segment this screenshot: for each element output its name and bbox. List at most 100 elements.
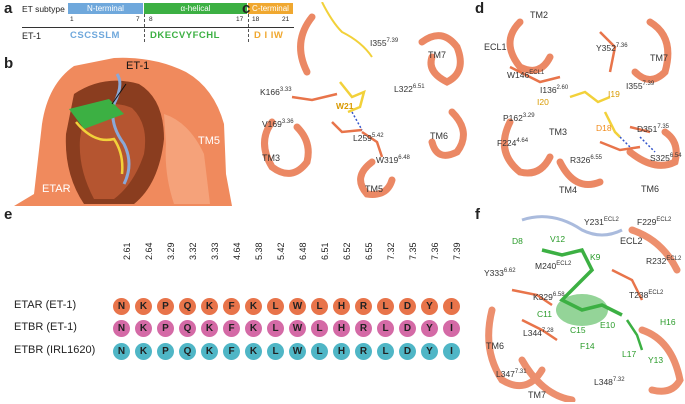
l259-label: L2595.42 — [353, 133, 384, 143]
ecl2-label: ECL2 — [620, 236, 643, 246]
residue-dot: L — [311, 320, 328, 337]
residue-position: 6.52 — [342, 242, 352, 260]
residue-dot: W — [289, 298, 306, 315]
tm7-label-c: TM7 — [428, 50, 446, 60]
divider-n-h — [144, 14, 145, 42]
v169-label: V1693.36 — [262, 119, 294, 129]
r232-label: R232ECL2 — [646, 256, 682, 266]
row-label-et1: ET-1 — [22, 31, 42, 41]
e10-label: E10 — [600, 320, 616, 330]
k166-label: K1663.33 — [260, 87, 292, 97]
c-terminal-segment: C-terminal — [248, 3, 293, 14]
residue-position: 6.55 — [364, 242, 374, 260]
residue-position: 5.42 — [276, 242, 286, 260]
residue-dot: L — [311, 343, 328, 360]
tick-17: 17 — [236, 16, 244, 23]
l344-label: L3447.28 — [523, 328, 554, 338]
s325-label: S3256.54 — [650, 153, 682, 163]
d8-label: D8 — [512, 236, 523, 246]
residue-dot: I — [443, 343, 460, 360]
tm6-label-c: TM6 — [430, 131, 448, 141]
residue-position: 7.32 — [386, 242, 396, 260]
residue-dot: K — [135, 320, 152, 337]
i355-label-d: I3557.39 — [626, 81, 655, 91]
residue-dot: P — [157, 320, 174, 337]
et-subtype-label: ET subtype — [22, 4, 65, 14]
y13-label: Y13 — [648, 355, 664, 365]
residue-dot: K — [201, 343, 218, 360]
residue-dot: L — [267, 298, 284, 315]
residue-position: 6.51 — [320, 242, 330, 260]
residue-dot: I — [443, 298, 460, 315]
residue-dot: K — [201, 320, 218, 337]
residue-position: 4.64 — [232, 242, 242, 260]
l348-label: L3487.32 — [594, 377, 625, 387]
tm7-label-d: TM7 — [650, 53, 668, 63]
f229-label: F229ECL2 — [637, 217, 672, 227]
panel-label-c: c — [242, 0, 251, 17]
residue-position: 3.29 — [166, 242, 176, 260]
alpha-helical-segment: α-helical — [144, 3, 247, 14]
residue-dot: L — [377, 320, 394, 337]
ecl1-label: ECL1 — [484, 42, 507, 52]
residue-dot: F — [223, 298, 240, 315]
residue-dot: K — [245, 343, 262, 360]
m240-label: M240ECL2 — [535, 261, 572, 271]
residue-position: 7.35 — [408, 242, 418, 260]
residue-position: 7.39 — [452, 242, 462, 260]
residue-dot: R — [355, 343, 372, 360]
w146-label: W146ECL1 — [507, 70, 545, 80]
receptor-surface-image — [14, 57, 232, 206]
l17-label: L17 — [622, 349, 637, 359]
panel-label-d: d — [475, 0, 485, 17]
residue-dot: N — [113, 343, 130, 360]
i136-label: I1362.60 — [540, 85, 569, 95]
residue-position: 3.33 — [210, 242, 220, 260]
residue-dot: W — [289, 320, 306, 337]
residue-dot: K — [245, 320, 262, 337]
h16-label: H16 — [660, 317, 676, 327]
residue-dot: R — [355, 320, 372, 337]
tick-18: 18 — [252, 16, 260, 23]
residue-dot: Q — [179, 320, 196, 337]
residue-position: 3.32 — [188, 242, 198, 260]
tm3-label-d: TM3 — [549, 127, 567, 137]
seq-helical: DKECVYFCHL — [150, 30, 220, 41]
tm2-label-d: TM2 — [530, 10, 548, 20]
residue-dot: P — [157, 343, 174, 360]
residue-dot: P — [157, 298, 174, 315]
residue-dot: N — [113, 298, 130, 315]
tm3-label-c: TM3 — [262, 153, 280, 163]
residue-position: 5.38 — [254, 242, 264, 260]
residue-dot: F — [223, 343, 240, 360]
i20-label: I20 — [537, 97, 549, 107]
residue-dot: D — [399, 320, 416, 337]
residue-dot: Q — [179, 343, 196, 360]
residue-dot: H — [333, 298, 350, 315]
divider-h-c — [248, 14, 249, 42]
et1-label: ET-1 — [126, 60, 150, 72]
i19-label: I19 — [608, 89, 620, 99]
panel-label-a: a — [4, 0, 13, 17]
v12-label: V12 — [550, 234, 566, 244]
residue-dot: N — [113, 320, 130, 337]
p162-label: P1623.29 — [503, 113, 535, 123]
w21-label: W21 — [336, 101, 354, 111]
residue-position: 6.48 — [298, 242, 308, 260]
tm6-label-f: TM6 — [486, 341, 504, 351]
residue-dot: K — [135, 298, 152, 315]
residue-dot: K — [135, 343, 152, 360]
tm4-label-d: TM4 — [559, 185, 577, 195]
residue-dot: D — [399, 298, 416, 315]
y352-label: Y3527.36 — [596, 43, 628, 53]
residue-dot: H — [333, 320, 350, 337]
d351-label: D3517.35 — [637, 124, 670, 134]
residue-dot: Q — [179, 298, 196, 315]
l347-label: L3477.31 — [496, 369, 527, 379]
panel-label-e: e — [4, 206, 13, 223]
tm5-label-c: TM5 — [365, 184, 383, 194]
k9-label: K9 — [590, 252, 601, 262]
seq-c-terminal: D I IW — [254, 30, 284, 41]
tick-7: 7 — [136, 16, 140, 23]
seq-n-terminal: CSCSSLM — [70, 30, 120, 41]
